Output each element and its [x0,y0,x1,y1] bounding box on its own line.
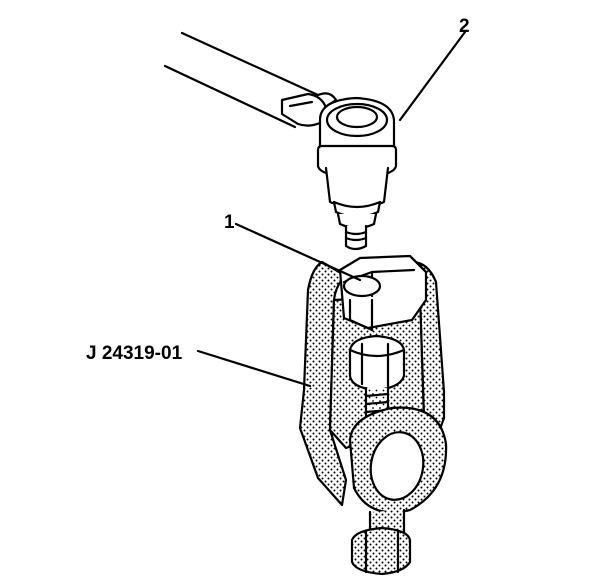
callout-2-label: 2 [459,16,470,37]
socket [316,96,398,251]
tool-number-label: J 24319-01 [86,343,183,364]
puller-tool [298,254,448,576]
callout-1-label: 1 [224,212,235,233]
leader-line-1 [234,222,362,282]
leader-line-tool [196,349,312,388]
ratchet-handle [163,31,338,129]
leader-line-2 [398,30,467,122]
